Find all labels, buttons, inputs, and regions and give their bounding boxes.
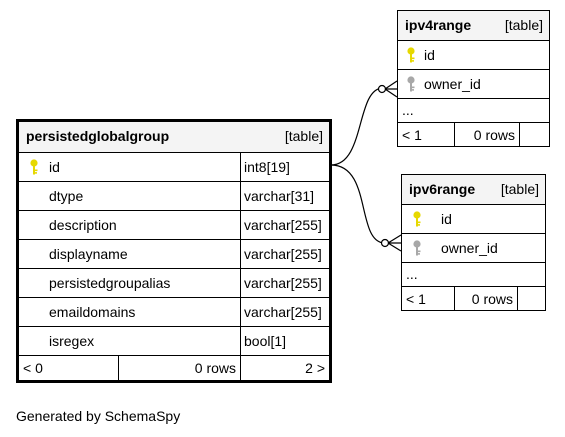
children-count [519,123,549,146]
primary-key-icon [30,159,38,175]
table-ipv6range[interactable]: ipv6range [table] id owner_id ... < 1 0 … [401,174,546,311]
column-type: varchar[255] [240,211,329,239]
row-count: 0 rows [454,287,517,310]
table-footer: < 1 0 rows [398,123,549,146]
table-kind: [table] [500,181,539,197]
table-header: ipv4range [table] [398,11,549,41]
column-name: owner_id [424,76,481,92]
column-name: owner_id [441,240,498,256]
column-type: int8[19] [240,153,329,181]
column-type: varchar[255] [240,298,329,326]
column-type: varchar[255] [240,240,329,268]
column-row: id [402,205,545,234]
children-count: 2 > [240,356,329,380]
more-columns: ... [406,265,418,282]
children-count [517,287,545,310]
edge-ipv6-owner [330,164,385,244]
column-name: isregex [49,333,95,349]
table-header: ipv6range [table] [402,175,545,205]
column-row: displayname varchar[255] [19,240,329,269]
row-count: 0 rows [454,123,519,146]
column-row: emaildomains varchar[255] [19,298,329,327]
parents-count: < 1 [402,126,422,143]
column-name: description [49,217,117,233]
column-row: persistedgroupalias varchar[255] [19,269,329,298]
edge-ipv6-optional-marker [380,238,390,248]
generated-by-caption: Generated by SchemaSpy [16,408,181,424]
table-kind: [table] [504,17,543,33]
table-footer: < 0 0 rows 2 > [19,356,329,380]
table-name: persistedglobalgroup [26,128,170,144]
column-name: id [441,211,452,227]
column-row: dtype varchar[31] [19,182,329,211]
column-name: persistedgroupalias [49,275,171,291]
column-type: varchar[31] [240,182,329,210]
column-row: description varchar[255] [19,211,329,240]
column-name: displayname [49,246,128,262]
table-kind: [table] [284,128,323,144]
more-columns-row: ... [402,263,545,287]
column-row: isregex bool[1] [19,327,329,356]
table-persistedglobalgroup[interactable]: persistedglobalgroup [table] id int8[19]… [16,119,332,383]
parents-count: < 0 [23,360,43,376]
edge-ipv4-optional-marker [377,84,387,94]
foreign-key-icon [413,240,421,256]
primary-key-icon [407,47,415,63]
column-name: id [424,47,435,63]
edge-ipv4-owner [330,87,383,166]
column-row: owner_id [398,70,549,99]
edge-ipv4-crowsfoot [384,80,398,98]
column-row: owner_id [402,234,545,263]
column-type: bool[1] [240,327,329,355]
primary-key-icon [413,211,421,227]
column-name: emaildomains [49,304,136,320]
column-name: id [49,159,60,175]
column-name: dtype [49,188,84,204]
more-columns: ... [402,101,414,118]
column-type: varchar[255] [240,269,329,297]
column-row: id int8[19] [19,153,329,182]
foreign-key-icon [407,76,415,92]
table-ipv4range[interactable]: ipv4range [table] id owner_id ... < 1 0 … [397,10,550,147]
edge-ipv6-crowsfoot [387,234,402,252]
table-header: persistedglobalgroup [table] [19,122,329,153]
parents-count: < 1 [406,290,426,307]
more-columns-row: ... [398,99,549,123]
table-footer: < 1 0 rows [402,287,545,310]
row-count: 0 rows [118,356,240,380]
column-row: id [398,41,549,70]
table-name: ipv4range [405,17,472,33]
table-name: ipv6range [409,181,476,197]
